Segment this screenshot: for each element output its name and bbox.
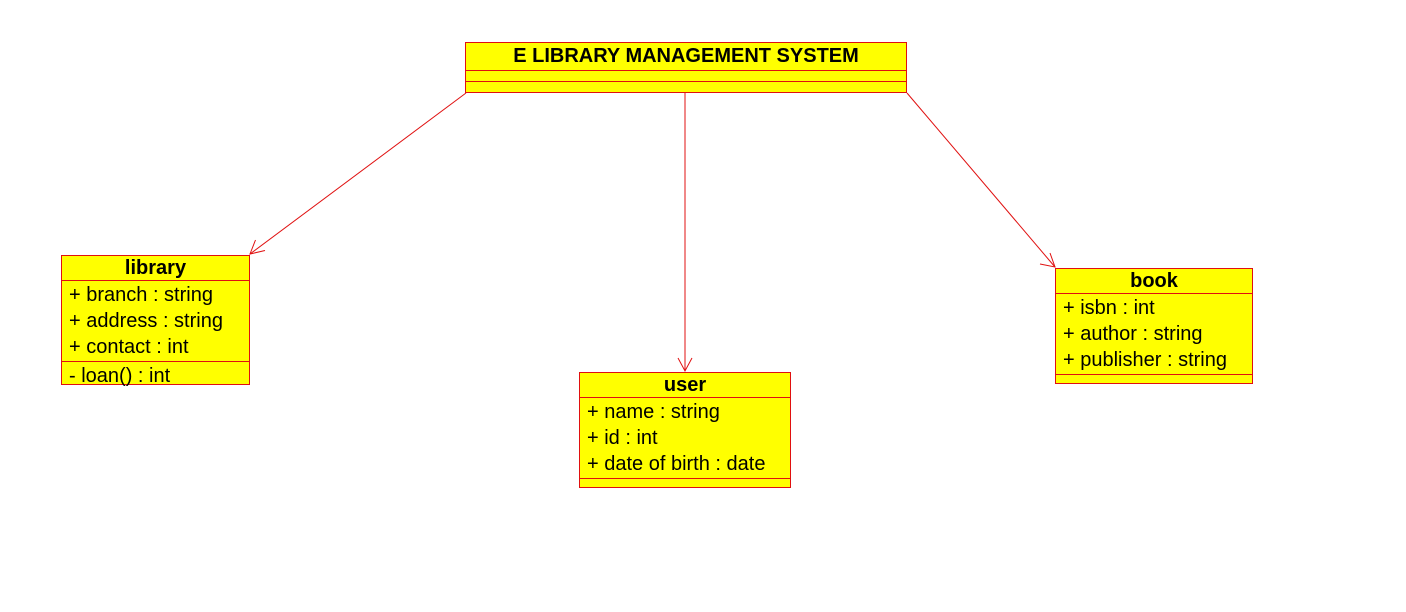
attributes-compartment [466, 71, 906, 82]
attribute-row: + isbn : int [1063, 297, 1155, 319]
attribute-row: + address : string [69, 310, 223, 332]
class-name: E LIBRARY MANAGEMENT SYSTEM [466, 43, 906, 71]
attribute-row: + publisher : string [1063, 349, 1227, 371]
attribute-row: + name : string [587, 401, 720, 423]
class-name: book [1056, 269, 1252, 294]
attribute-row: + branch : string [69, 284, 213, 306]
class-name: library [62, 256, 249, 281]
operations-compartment: - loan() : int [62, 362, 249, 390]
attributes-compartment: + name : string + id : int + date of bir… [580, 398, 790, 479]
attribute-row: + date of birth : date [587, 453, 766, 475]
attribute-row: + contact : int [69, 336, 189, 358]
attributes-compartment: + isbn : int + author : string + publish… [1056, 294, 1252, 375]
class-box-library[interactable]: library + branch : string + address : st… [61, 255, 250, 387]
class-box-system[interactable]: E LIBRARY MANAGEMENT SYSTEM [465, 42, 907, 93]
class-box-book[interactable]: book + isbn : int + author : string + pu… [1055, 268, 1253, 384]
arrowhead-book [1039, 252, 1056, 268]
arrowhead-user [677, 357, 693, 373]
operations-compartment [466, 82, 906, 92]
arrowhead-library [249, 239, 266, 255]
operations-compartment [580, 479, 790, 489]
attribute-row: + id : int [587, 427, 658, 449]
operations-compartment [1056, 375, 1252, 385]
association-line-system-book [906, 92, 1056, 268]
association-line-system-library [249, 92, 467, 255]
attributes-compartment: + branch : string + address : string + c… [62, 281, 249, 362]
class-name: user [580, 373, 790, 398]
class-box-user[interactable]: user + name : string + id : int + date o… [579, 372, 791, 488]
operation-row: - loan() : int [69, 365, 171, 387]
attribute-row: + author : string [1063, 323, 1203, 345]
